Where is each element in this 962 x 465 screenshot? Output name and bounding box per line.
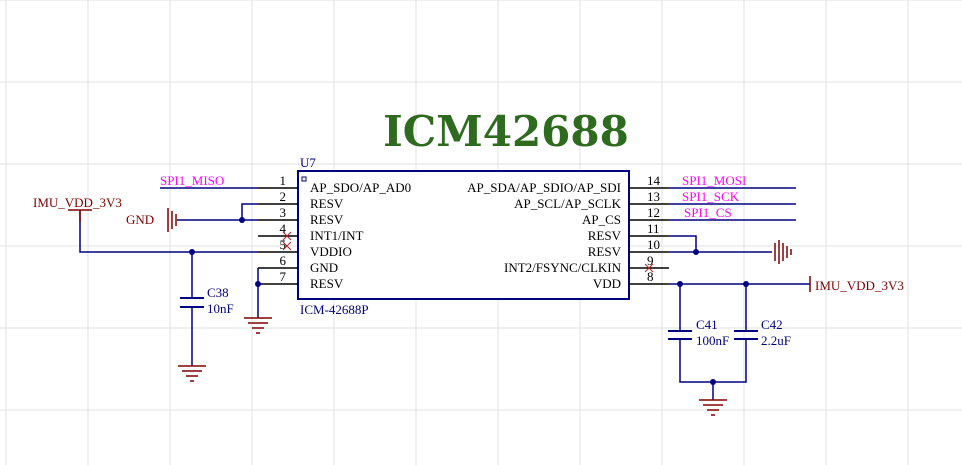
pin-number: 5 — [280, 237, 287, 252]
junction-dot — [239, 217, 245, 223]
pin-name: RESV — [588, 228, 622, 243]
pin-number: 2 — [280, 189, 287, 204]
net-label-spi1-cs[interactable]: SPI1_CS — [684, 205, 732, 220]
chip-designator: U7 — [300, 155, 316, 170]
left-pin-names: AP_SDO/AP_AD0 RESV RESV INT1/INT VDDIO G… — [310, 180, 411, 291]
junction-dot — [710, 379, 716, 385]
pin-number: 6 — [280, 253, 287, 268]
pin1-marker — [301, 176, 307, 182]
pin-name: AP_SDO/AP_AD0 — [310, 180, 411, 195]
ground-symbol-c38 — [178, 365, 206, 382]
no-connect-marks — [282, 231, 654, 273]
ground-symbol-caps — [699, 399, 727, 416]
left-pins — [258, 187, 298, 285]
pin-name: AP_SDA/AP_SDIO/AP_SDI — [467, 180, 621, 195]
pin-name: AP_CS — [582, 212, 621, 227]
pin-number: 4 — [280, 221, 287, 236]
gnd-label: GND — [126, 212, 154, 227]
c42-value: 2.2uF — [761, 333, 791, 348]
power-label-right: IMU_VDD_3V3 — [815, 278, 904, 293]
pin-name: GND — [310, 260, 338, 275]
left-wires — [79, 187, 259, 366]
junction-dot — [255, 281, 261, 287]
power-port-left[interactable] — [68, 209, 92, 222]
wire-vddio — [79, 210, 258, 253]
pin-number: 13 — [647, 189, 660, 204]
power-label-left: IMU_VDD_3V3 — [33, 195, 122, 210]
pin-number: 3 — [280, 205, 287, 220]
pin-number: 9 — [647, 253, 654, 268]
c41-ref: C41 — [696, 317, 718, 332]
pin-number: 14 — [647, 173, 661, 188]
c38-ref: C38 — [207, 285, 229, 300]
wire-resv-11 — [669, 235, 697, 252]
right-junctions — [677, 249, 749, 385]
pin-number: 12 — [647, 205, 660, 220]
capacitor-c38[interactable] — [180, 297, 204, 308]
right-pin-names: AP_SDA/AP_SDIO/AP_SDI AP_SCL/AP_SCLK AP_… — [467, 180, 621, 291]
net-label-spi1-mosi[interactable]: SPI1_MOSI — [682, 173, 746, 188]
pin-number: 11 — [647, 221, 660, 236]
pin-name: RESV — [310, 196, 344, 211]
pin-number: 7 — [280, 269, 287, 284]
gnd-port-right[interactable] — [774, 240, 792, 264]
junction-dot — [189, 249, 195, 255]
c38-value: 10nF — [207, 301, 234, 316]
left-pin-numbers: 1 2 3 4 5 6 7 — [280, 173, 287, 284]
pin-number: 10 — [647, 237, 660, 252]
no-connect-pin4 — [282, 231, 292, 241]
pin-name: INT2/FSYNC/CLKIN — [504, 260, 622, 275]
pin-name: AP_SCL/AP_SCLK — [514, 196, 622, 211]
right-wires — [669, 187, 810, 400]
c41-value: 100nF — [696, 333, 729, 348]
net-label-spi1-miso[interactable]: SPI1_MISO — [160, 173, 224, 188]
pin-name: RESV — [310, 276, 344, 291]
pin-name: RESV — [310, 212, 344, 227]
gnd-port-left[interactable] — [167, 208, 177, 232]
pin-name: RESV — [588, 244, 622, 259]
ground-symbol-pin6 — [244, 317, 272, 334]
no-connect-pin5 — [282, 241, 292, 251]
chip-body[interactable] — [297, 170, 630, 300]
left-junctions — [189, 217, 261, 287]
junction-dot — [743, 281, 749, 287]
capacitor-c41[interactable] — [668, 330, 692, 340]
junction-dot — [677, 281, 683, 287]
pin-name: INT1/INT — [310, 228, 363, 243]
c42-ref: C42 — [761, 317, 783, 332]
no-connect-pin9 — [644, 263, 654, 273]
right-pin-numbers: 14 13 12 11 10 9 8 — [647, 173, 661, 284]
pin-number: 1 — [280, 173, 287, 188]
pin-name: VDDIO — [310, 244, 352, 259]
net-label-spi1-sck[interactable]: SPI1_SCK — [682, 189, 740, 204]
chip-part-number: ICM-42688P — [300, 302, 369, 317]
capacitor-c42[interactable] — [734, 330, 758, 340]
wire-resv-2 — [241, 203, 258, 220]
schematic-title: ICM42688 — [383, 107, 629, 156]
pin-number: 8 — [647, 269, 654, 284]
junction-dot — [693, 249, 699, 255]
pin-name: VDD — [593, 276, 621, 291]
